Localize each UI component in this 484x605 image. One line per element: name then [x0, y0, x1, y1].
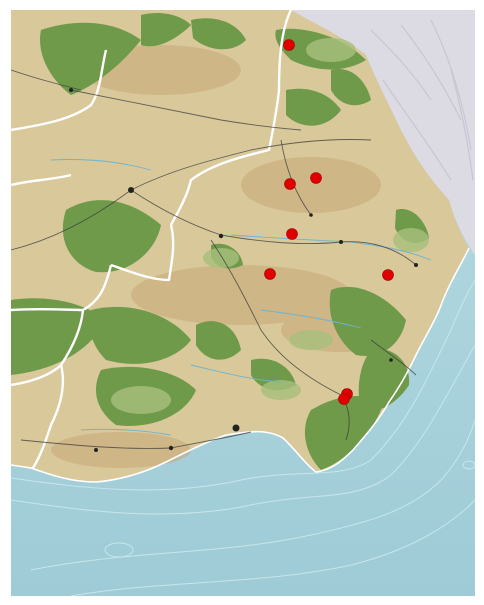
relief-map[interactable] — [11, 10, 475, 596]
site-marker[interactable] — [284, 178, 296, 190]
site-markers — [264, 39, 394, 405]
site-marker[interactable] — [382, 269, 394, 281]
sea-contours — [11, 279, 475, 596]
site-marker[interactable] — [338, 393, 350, 405]
roads — [11, 69, 417, 449]
site-marker[interactable] — [264, 268, 276, 280]
site-marker[interactable] — [286, 228, 298, 240]
foreign-relief — [370, 19, 474, 181]
foreign-land — [291, 10, 475, 255]
site-marker[interactable] — [283, 39, 295, 51]
coastline — [11, 247, 470, 483]
land-mass — [11, 10, 469, 482]
admin-borders — [11, 10, 293, 469]
light-vegetation — [111, 38, 429, 414]
towns — [69, 88, 418, 452]
site-marker[interactable] — [310, 172, 322, 184]
map-frame[interactable] — [11, 10, 475, 596]
